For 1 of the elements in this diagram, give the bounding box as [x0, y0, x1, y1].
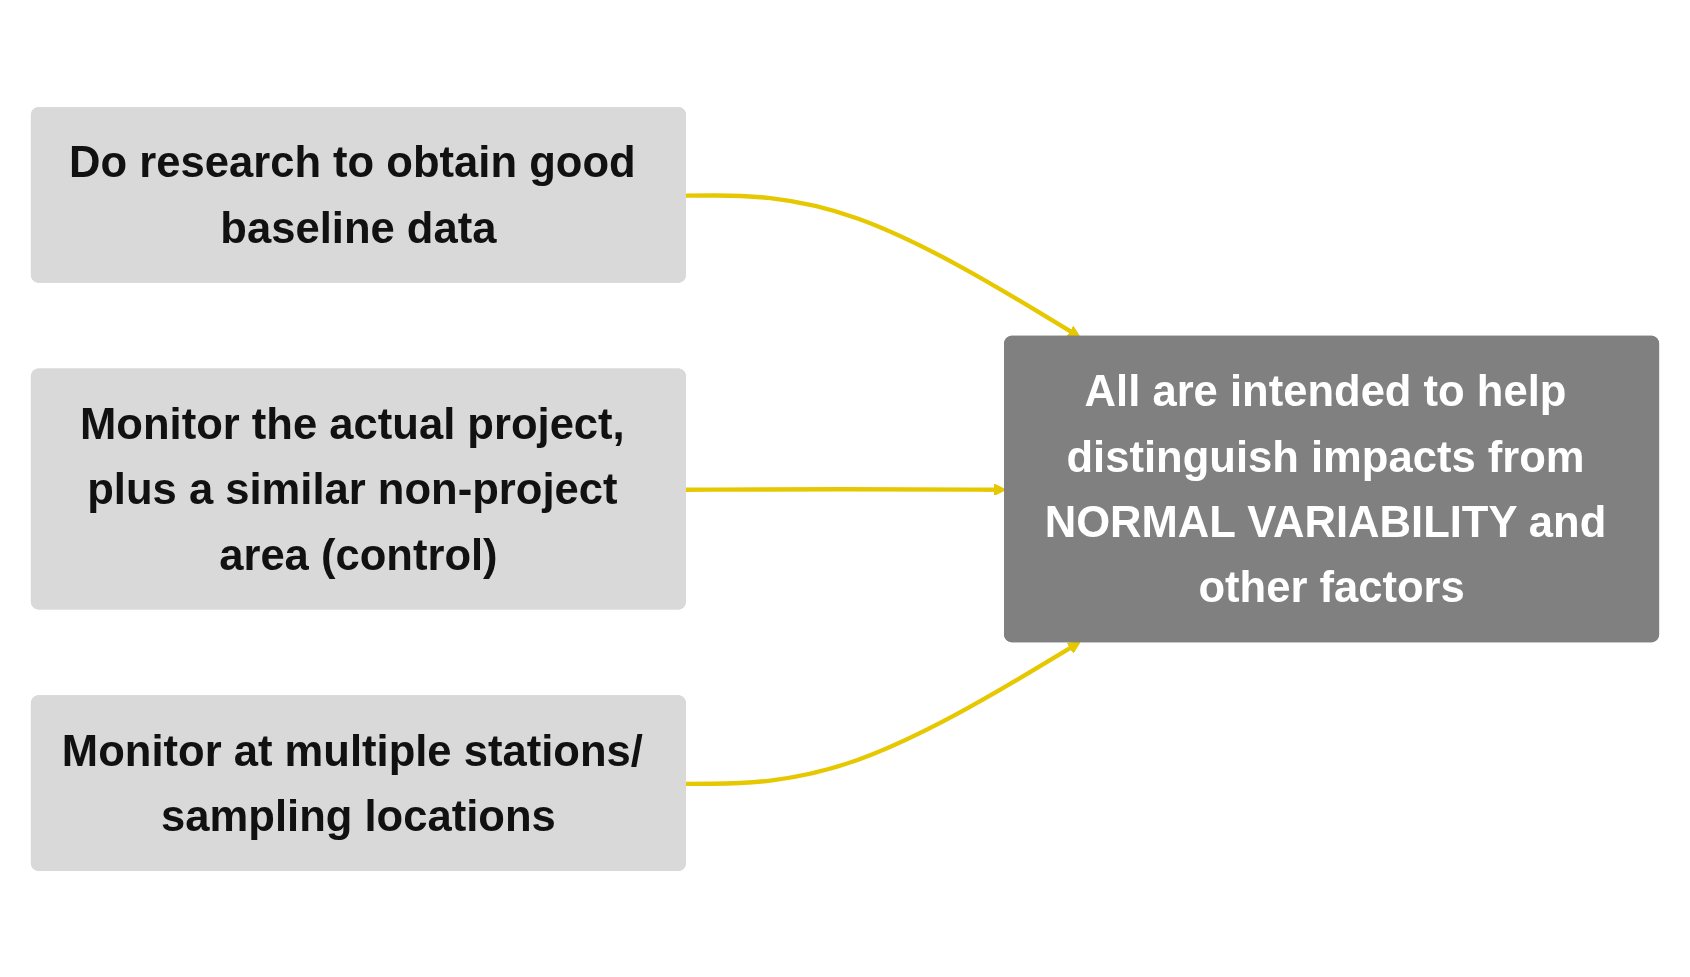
arrow	[685, 641, 1081, 786]
